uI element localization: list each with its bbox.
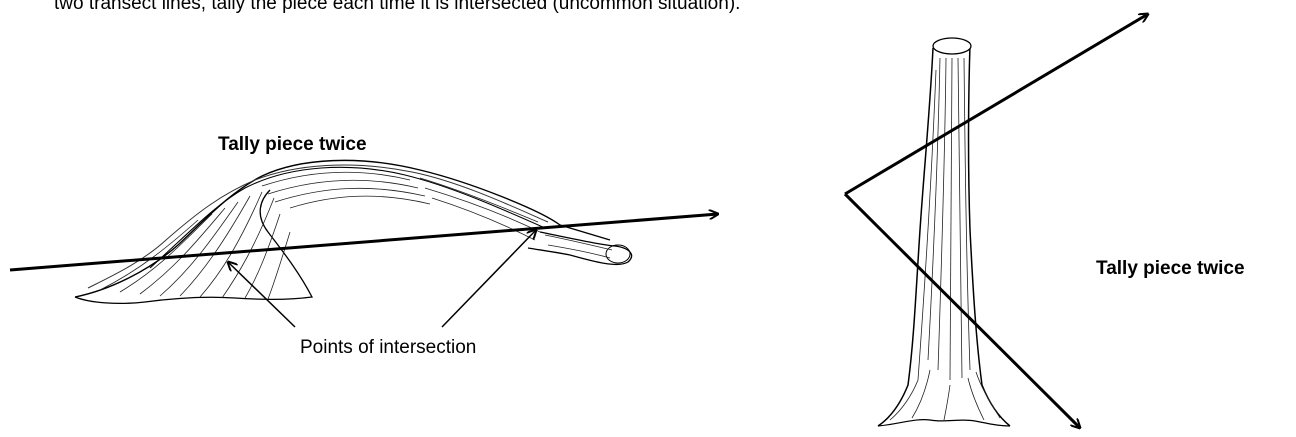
bark-texture — [99, 171, 613, 300]
right-transect-lower — [843, 192, 1080, 428]
left-transect-line — [9, 214, 718, 272]
log-end-cut — [605, 244, 631, 264]
tally-label-left: Tally piece twice — [218, 134, 367, 155]
snag-top-cut — [932, 37, 972, 55]
standing-snag-icon — [877, 37, 1011, 427]
tally-label-right: Tally piece twice — [1096, 258, 1245, 279]
intersection-label: Points of intersection — [300, 337, 477, 358]
snag-left-edge — [877, 47, 934, 427]
intersection-pointer-right — [441, 230, 536, 328]
log-end — [527, 231, 633, 266]
arched-log-icon — [74, 159, 633, 305]
snag-bark-texture — [889, 57, 1001, 421]
log-top-edge — [149, 166, 546, 269]
caption-text: two transect lines, tally the piece each… — [54, 0, 741, 14]
log-outline-upper — [87, 164, 549, 289]
snag-base — [877, 419, 1011, 427]
right-transect-upper — [844, 14, 1148, 196]
log-base — [74, 189, 314, 305]
intersection-pointer-left — [228, 262, 296, 328]
